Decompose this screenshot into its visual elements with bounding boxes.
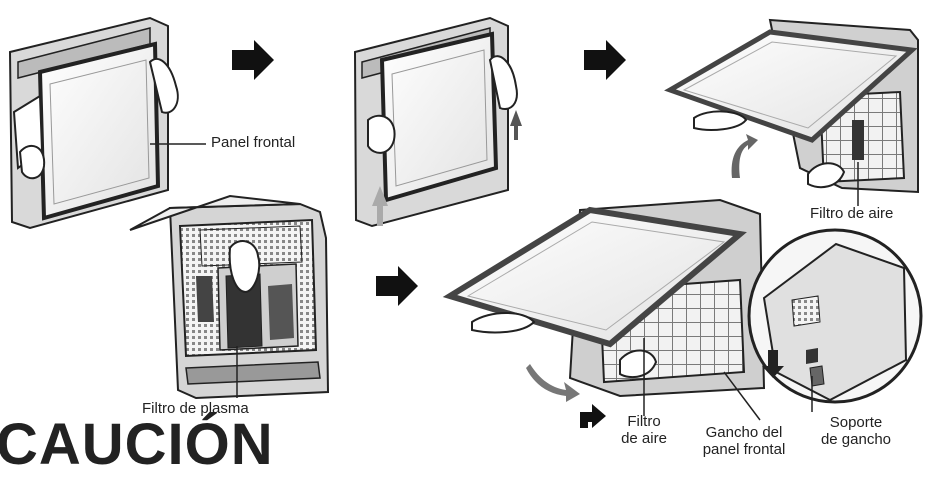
- label-line: panel frontal: [702, 441, 786, 458]
- label-line: de aire: [621, 430, 667, 447]
- label-panel-frontal: Panel frontal: [211, 134, 296, 151]
- down-arrow-icon: [762, 350, 784, 378]
- step1-unit: [8, 16, 206, 230]
- front-panel-detail: [442, 206, 747, 348]
- front-panel-lifted: [664, 29, 918, 143]
- label-line: Filtro: [627, 413, 661, 430]
- curved-arrow-icon: [731, 134, 758, 178]
- label-filtro-de-plasma: Filtro de plasma: [142, 400, 249, 417]
- up-arrow-icon: [580, 404, 606, 428]
- label-filtro-de-aire-top: Filtro de aire: [810, 205, 894, 222]
- label-line: de gancho: [820, 431, 892, 448]
- step5-unit: [442, 198, 923, 428]
- caution-heading: CAUCIÓN: [0, 412, 274, 477]
- label-line: Soporte: [829, 414, 883, 431]
- step4-unit: [129, 194, 330, 400]
- right-arrow-icon: [376, 266, 418, 306]
- up-arrow-icon: [372, 186, 388, 226]
- label-soporte: Soporte de gancho: [814, 414, 898, 448]
- right-arrow-icon: [232, 40, 274, 80]
- label-line: Gancho del: [705, 424, 783, 441]
- right-arrow-icon: [584, 40, 626, 80]
- label-filtro-de-aire-bottom: Filtro de aire: [617, 413, 671, 447]
- up-arrow-icon: [510, 110, 522, 140]
- label-gancho: Gancho del panel frontal: [692, 424, 796, 458]
- hand-icon: [148, 58, 179, 114]
- curved-arrow-icon: [526, 364, 580, 402]
- step2-unit: [353, 16, 522, 228]
- step3-unit: [664, 18, 919, 206]
